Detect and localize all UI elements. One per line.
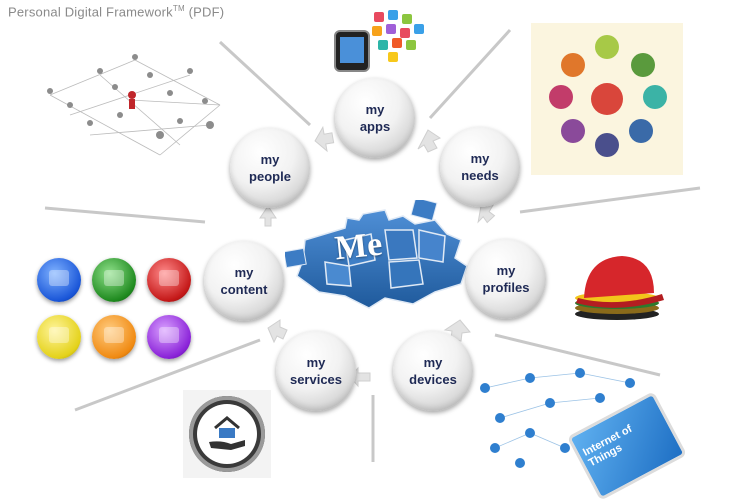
node-my-devices[interactable]: my devices <box>393 331 473 411</box>
connector-lines <box>44 28 701 462</box>
node-my-profiles[interactable]: my profiles <box>466 239 546 319</box>
people-network-image <box>47 54 221 156</box>
content-icon-blue <box>37 258 81 302</box>
me-label: Me <box>333 225 384 268</box>
me-puzzle <box>285 200 468 309</box>
content-icon-purple <box>147 315 191 359</box>
health-icon <box>549 85 573 109</box>
content-icon-green <box>92 258 136 302</box>
caps-image <box>575 256 664 320</box>
diagram-title: Personal Digital FrameworkTM (PDF) <box>8 4 225 20</box>
content-icon-yellow <box>37 315 81 359</box>
node-my-needs[interactable]: my needs <box>440 127 520 207</box>
services-image <box>183 390 271 478</box>
education-icon <box>561 53 585 77</box>
shirt-icon <box>631 53 655 77</box>
hand-house-icon <box>209 416 245 450</box>
smartwatch-icon <box>334 30 370 72</box>
home-icon <box>595 35 619 59</box>
food-icon <box>643 85 667 109</box>
family-icon <box>561 119 585 143</box>
iot-image: Internet of Things <box>470 358 688 501</box>
content-icon-orange <box>92 315 136 359</box>
node-my-services[interactable]: my services <box>276 331 356 411</box>
car-icon <box>629 119 653 143</box>
content-icon-red <box>147 258 191 302</box>
node-my-apps[interactable]: my apps <box>335 78 415 158</box>
smartwatch-apps-image <box>330 8 430 80</box>
money-icon <box>595 133 619 157</box>
person-icon <box>591 83 623 115</box>
node-my-people[interactable]: my people <box>230 128 310 208</box>
needs-icons-panel <box>531 23 683 175</box>
node-my-content[interactable]: my content <box>204 241 284 321</box>
